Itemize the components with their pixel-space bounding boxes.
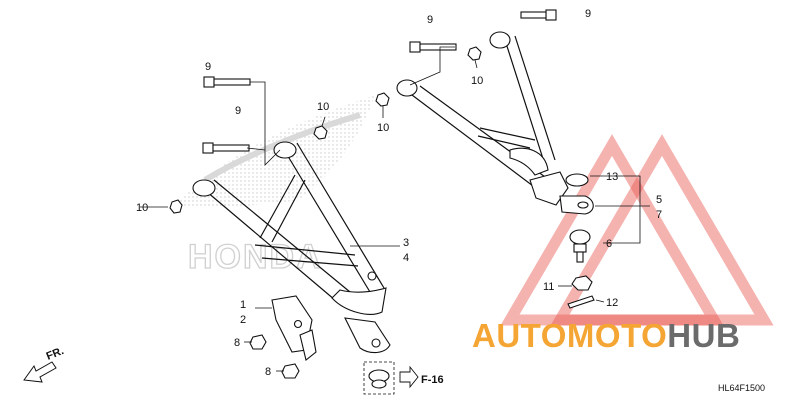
snap-ring-13 [565, 173, 589, 187]
svg-text:AUTOMOTOHUB: AUTOMOTOHUB [472, 317, 740, 354]
callout-3: 3 [403, 237, 409, 249]
nut-10-d [467, 46, 482, 61]
bolt-8-b [281, 363, 300, 379]
front-arrow-icon [23, 361, 57, 383]
callout-4: 4 [403, 252, 409, 264]
lower-arm-assembly [192, 141, 391, 354]
callout-10a: 10 [136, 202, 148, 214]
bolt-9-c [409, 41, 457, 53]
callout-9b: 9 [235, 105, 241, 117]
honda-text-watermark: HONDA [188, 238, 323, 276]
callout-5: 5 [656, 194, 662, 206]
nut-10-c [375, 92, 390, 107]
warning-triangle-watermark [500, 134, 774, 326]
leader-lines [140, 46, 650, 372]
upper-arm-assembly [396, 31, 594, 215]
callout-2: 2 [240, 314, 246, 326]
callout-10d: 10 [471, 75, 483, 87]
callout-13: 13 [606, 171, 618, 183]
grommet-section-f16 [363, 361, 395, 395]
automotohub-logo: AUTOMOTOHUB [472, 317, 740, 354]
cotter-pin-12 [567, 295, 595, 309]
bolt-9-b [202, 142, 250, 154]
nut-10-a [169, 199, 183, 214]
brand-part-auto: AUTO [472, 317, 567, 354]
callout-6: 6 [606, 238, 612, 250]
ref-arrow-icon [399, 365, 419, 389]
callout-10b: 10 [317, 101, 329, 113]
front-label: FR. [45, 345, 66, 363]
section-reference: F-16 [421, 374, 444, 386]
nut-11 [571, 275, 593, 291]
front-direction-indicator: FR. [23, 345, 66, 383]
ball-joint-6 [569, 229, 591, 263]
callout-11: 11 [543, 281, 554, 293]
bolt-9-a [203, 76, 251, 88]
callout-1: 1 [240, 299, 246, 311]
callout-9d: 9 [585, 8, 591, 20]
brand-part-moto: MOTO [567, 317, 667, 354]
callout-7: 7 [656, 209, 662, 221]
brand-part-hub: HUB [667, 317, 740, 354]
bolt-9-d [520, 9, 557, 21]
diagram-code: HL64F1500 [718, 383, 765, 393]
callout-10c: 10 [377, 122, 389, 134]
callout-8b: 8 [265, 366, 271, 378]
guard-plate [271, 295, 317, 361]
callout-9c: 9 [427, 14, 433, 26]
callout-9a: 9 [205, 61, 211, 73]
callout-8a: 8 [234, 337, 240, 349]
callout-12: 12 [606, 297, 618, 309]
bolt-8-a [249, 334, 267, 350]
